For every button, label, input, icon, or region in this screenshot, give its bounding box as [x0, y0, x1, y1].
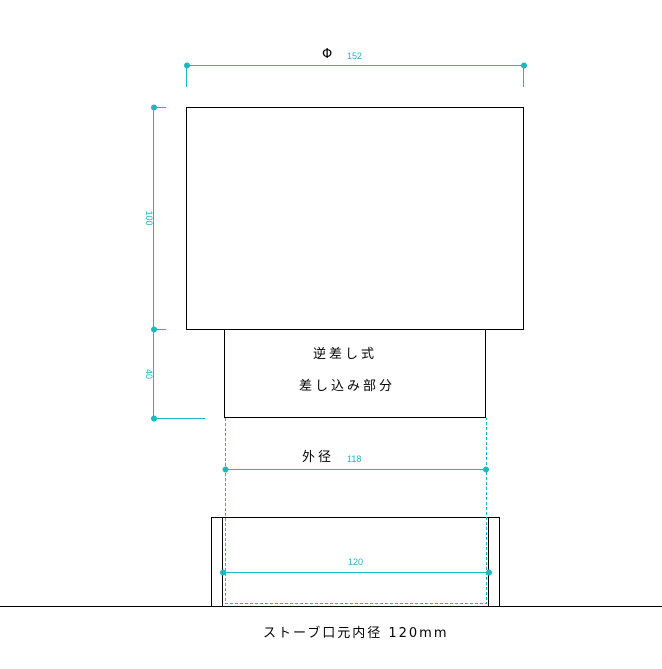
dim-point	[151, 326, 157, 333]
insert-label-line1: 逆差し式	[313, 346, 377, 362]
insert-label-line2: 差し込み部分	[299, 379, 395, 394]
diameter-symbol: Φ	[322, 47, 332, 62]
dim-text-40: 40	[144, 369, 154, 379]
caption: ストーブ口元内径 120mm	[263, 625, 449, 641]
dim-point	[222, 466, 229, 473]
dim-point	[151, 104, 157, 111]
top-body-outline	[186, 107, 524, 330]
dim-text-152: 152	[347, 51, 362, 61]
dim-text-118: 118	[347, 454, 361, 464]
dim-text-120: 120	[348, 557, 363, 567]
insert-section-outline	[224, 329, 486, 418]
dim-point	[483, 466, 489, 473]
dim-point	[184, 62, 190, 69]
outer-diameter-label: 外径	[302, 450, 334, 465]
dim-point	[486, 569, 492, 576]
dim-point	[220, 569, 226, 576]
insert-projection-dashed	[225, 418, 487, 604]
dim-text-100: 100	[144, 210, 154, 225]
dim-point	[151, 415, 157, 422]
dim-point	[521, 62, 527, 69]
